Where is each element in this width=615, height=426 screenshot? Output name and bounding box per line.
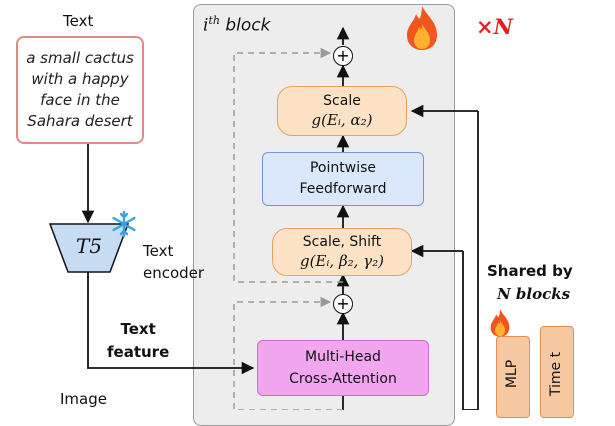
mlp-box xyxy=(496,336,530,418)
scale-label: Scale xyxy=(323,93,361,109)
snowflake-icon xyxy=(112,210,136,238)
residual-bottom xyxy=(233,296,343,410)
time-label: Time t xyxy=(548,351,564,397)
connector-lines xyxy=(81,26,479,410)
text-prompt: a small cactus with a happy face in the … xyxy=(26,49,134,130)
add-node-bottom: + xyxy=(333,294,353,314)
fire-icon-small xyxy=(490,309,510,337)
t5-label: T5 xyxy=(75,234,103,258)
block-index-sup: th xyxy=(208,14,220,27)
scale-shift-label: Scale, Shift xyxy=(302,234,382,250)
scale-node: Scale g(Eᵢ, α₂) xyxy=(277,86,407,136)
cross-attention-node: Multi-Head Cross-Attention xyxy=(257,340,429,396)
image-label: Image xyxy=(60,390,107,408)
pointwise-feedforward-node: Pointwise Feedforward xyxy=(262,152,424,206)
time-box xyxy=(540,326,574,418)
scale-shift-node: Scale, Shift g(Eᵢ, β₂, γ₂) xyxy=(272,228,412,276)
t5-encoder-shape xyxy=(48,223,130,273)
text-feature-arrow xyxy=(87,272,255,375)
add-node-top: + xyxy=(333,46,353,66)
mlp-label: MLP xyxy=(504,359,520,389)
fire-icon xyxy=(407,6,437,50)
residual-top xyxy=(233,47,343,283)
block-title-text: block xyxy=(219,15,271,36)
text-input-label: Text xyxy=(63,12,94,30)
repeat-count-label: ×N xyxy=(476,14,513,39)
block-title: ith block xyxy=(203,14,270,36)
text-prompt-box: a small cactus with a happy face in the … xyxy=(16,36,144,144)
shared-label-line2: N blocks xyxy=(497,285,571,303)
scale-shift-formula: g(Eᵢ, β₂, γ₂) xyxy=(299,252,384,270)
block-index: i xyxy=(203,15,209,36)
text-feature-label: Text feature xyxy=(107,320,170,361)
encoder-label: Text encoder xyxy=(143,242,205,282)
scale-formula: g(Eᵢ, α₂) xyxy=(311,111,373,129)
shared-label-line1: Shared by xyxy=(487,262,573,280)
